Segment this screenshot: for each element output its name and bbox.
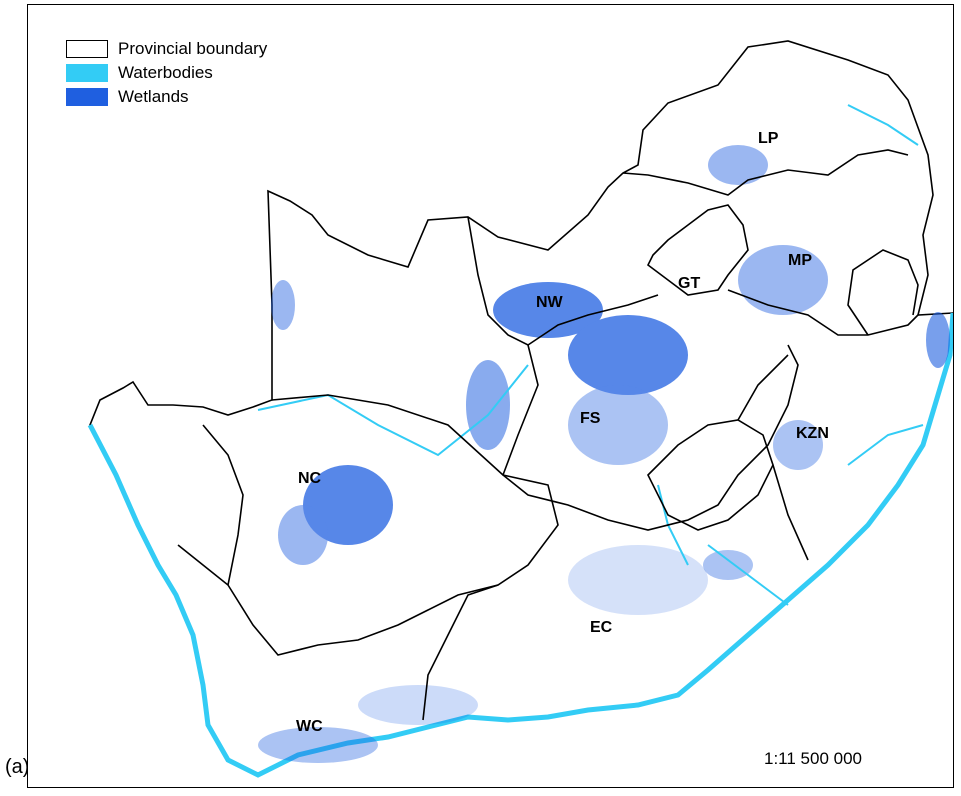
map-scale: 1:11 500 000	[764, 749, 862, 768]
map-legend: Provincial boundary Waterbodies Wetlands	[66, 37, 267, 109]
legend-label: Waterbodies	[118, 63, 213, 82]
province-label-fs: FS	[580, 410, 601, 427]
province-label-gt: GT	[678, 275, 700, 292]
panel-label: (a)	[5, 756, 30, 778]
province-label-ec: EC	[590, 619, 613, 636]
legend-label: Provincial boundary	[118, 39, 268, 58]
province-label-wc: WC	[296, 718, 323, 735]
legend-swatch-waterbodies	[66, 64, 108, 82]
country-outline	[89, 40, 953, 776]
province-label-nc: NC	[298, 470, 322, 487]
legend-item-wetlands: Wetlands	[66, 85, 267, 109]
map-frame: LP MP GT NW FS KZN NC EC WC Provincial b…	[27, 4, 954, 788]
province-label-nw: NW	[536, 294, 564, 311]
legend-item-provincial-boundary: Provincial boundary	[66, 37, 267, 61]
province-label-kzn: KZN	[796, 425, 829, 442]
map-canvas: LP MP GT NW FS KZN NC EC WC	[87, 40, 953, 778]
legend-item-waterbodies: Waterbodies	[66, 61, 267, 85]
wetlands-layer	[258, 145, 950, 763]
coastline	[87, 312, 953, 778]
legend-swatch-wetlands	[66, 88, 108, 106]
legend-label: Wetlands	[118, 87, 189, 106]
provincial-boundaries	[177, 149, 919, 721]
province-label-lp: LP	[758, 130, 779, 147]
province-label-mp: MP	[788, 252, 812, 269]
legend-swatch-boundary	[66, 40, 108, 58]
